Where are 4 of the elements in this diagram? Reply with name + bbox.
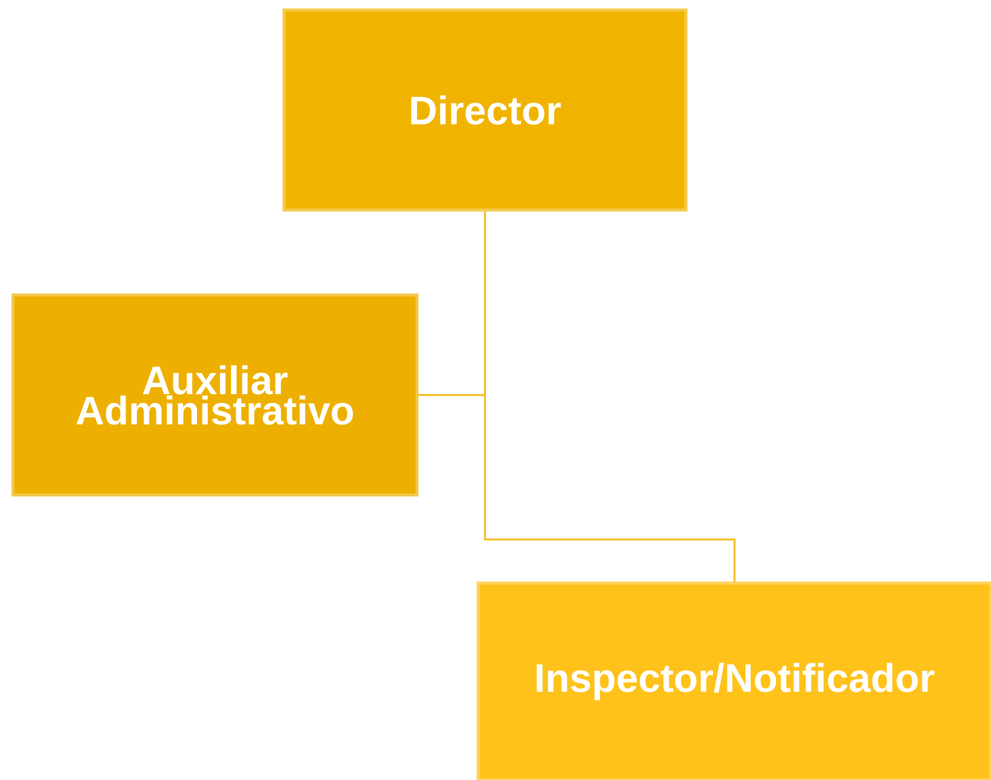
org-box: Inspector/Notificador	[476, 582, 991, 780]
org-box: Auxiliar Administrativo	[12, 294, 418, 496]
org-box: Director	[282, 8, 688, 212]
connector-line	[484, 212, 736, 582]
